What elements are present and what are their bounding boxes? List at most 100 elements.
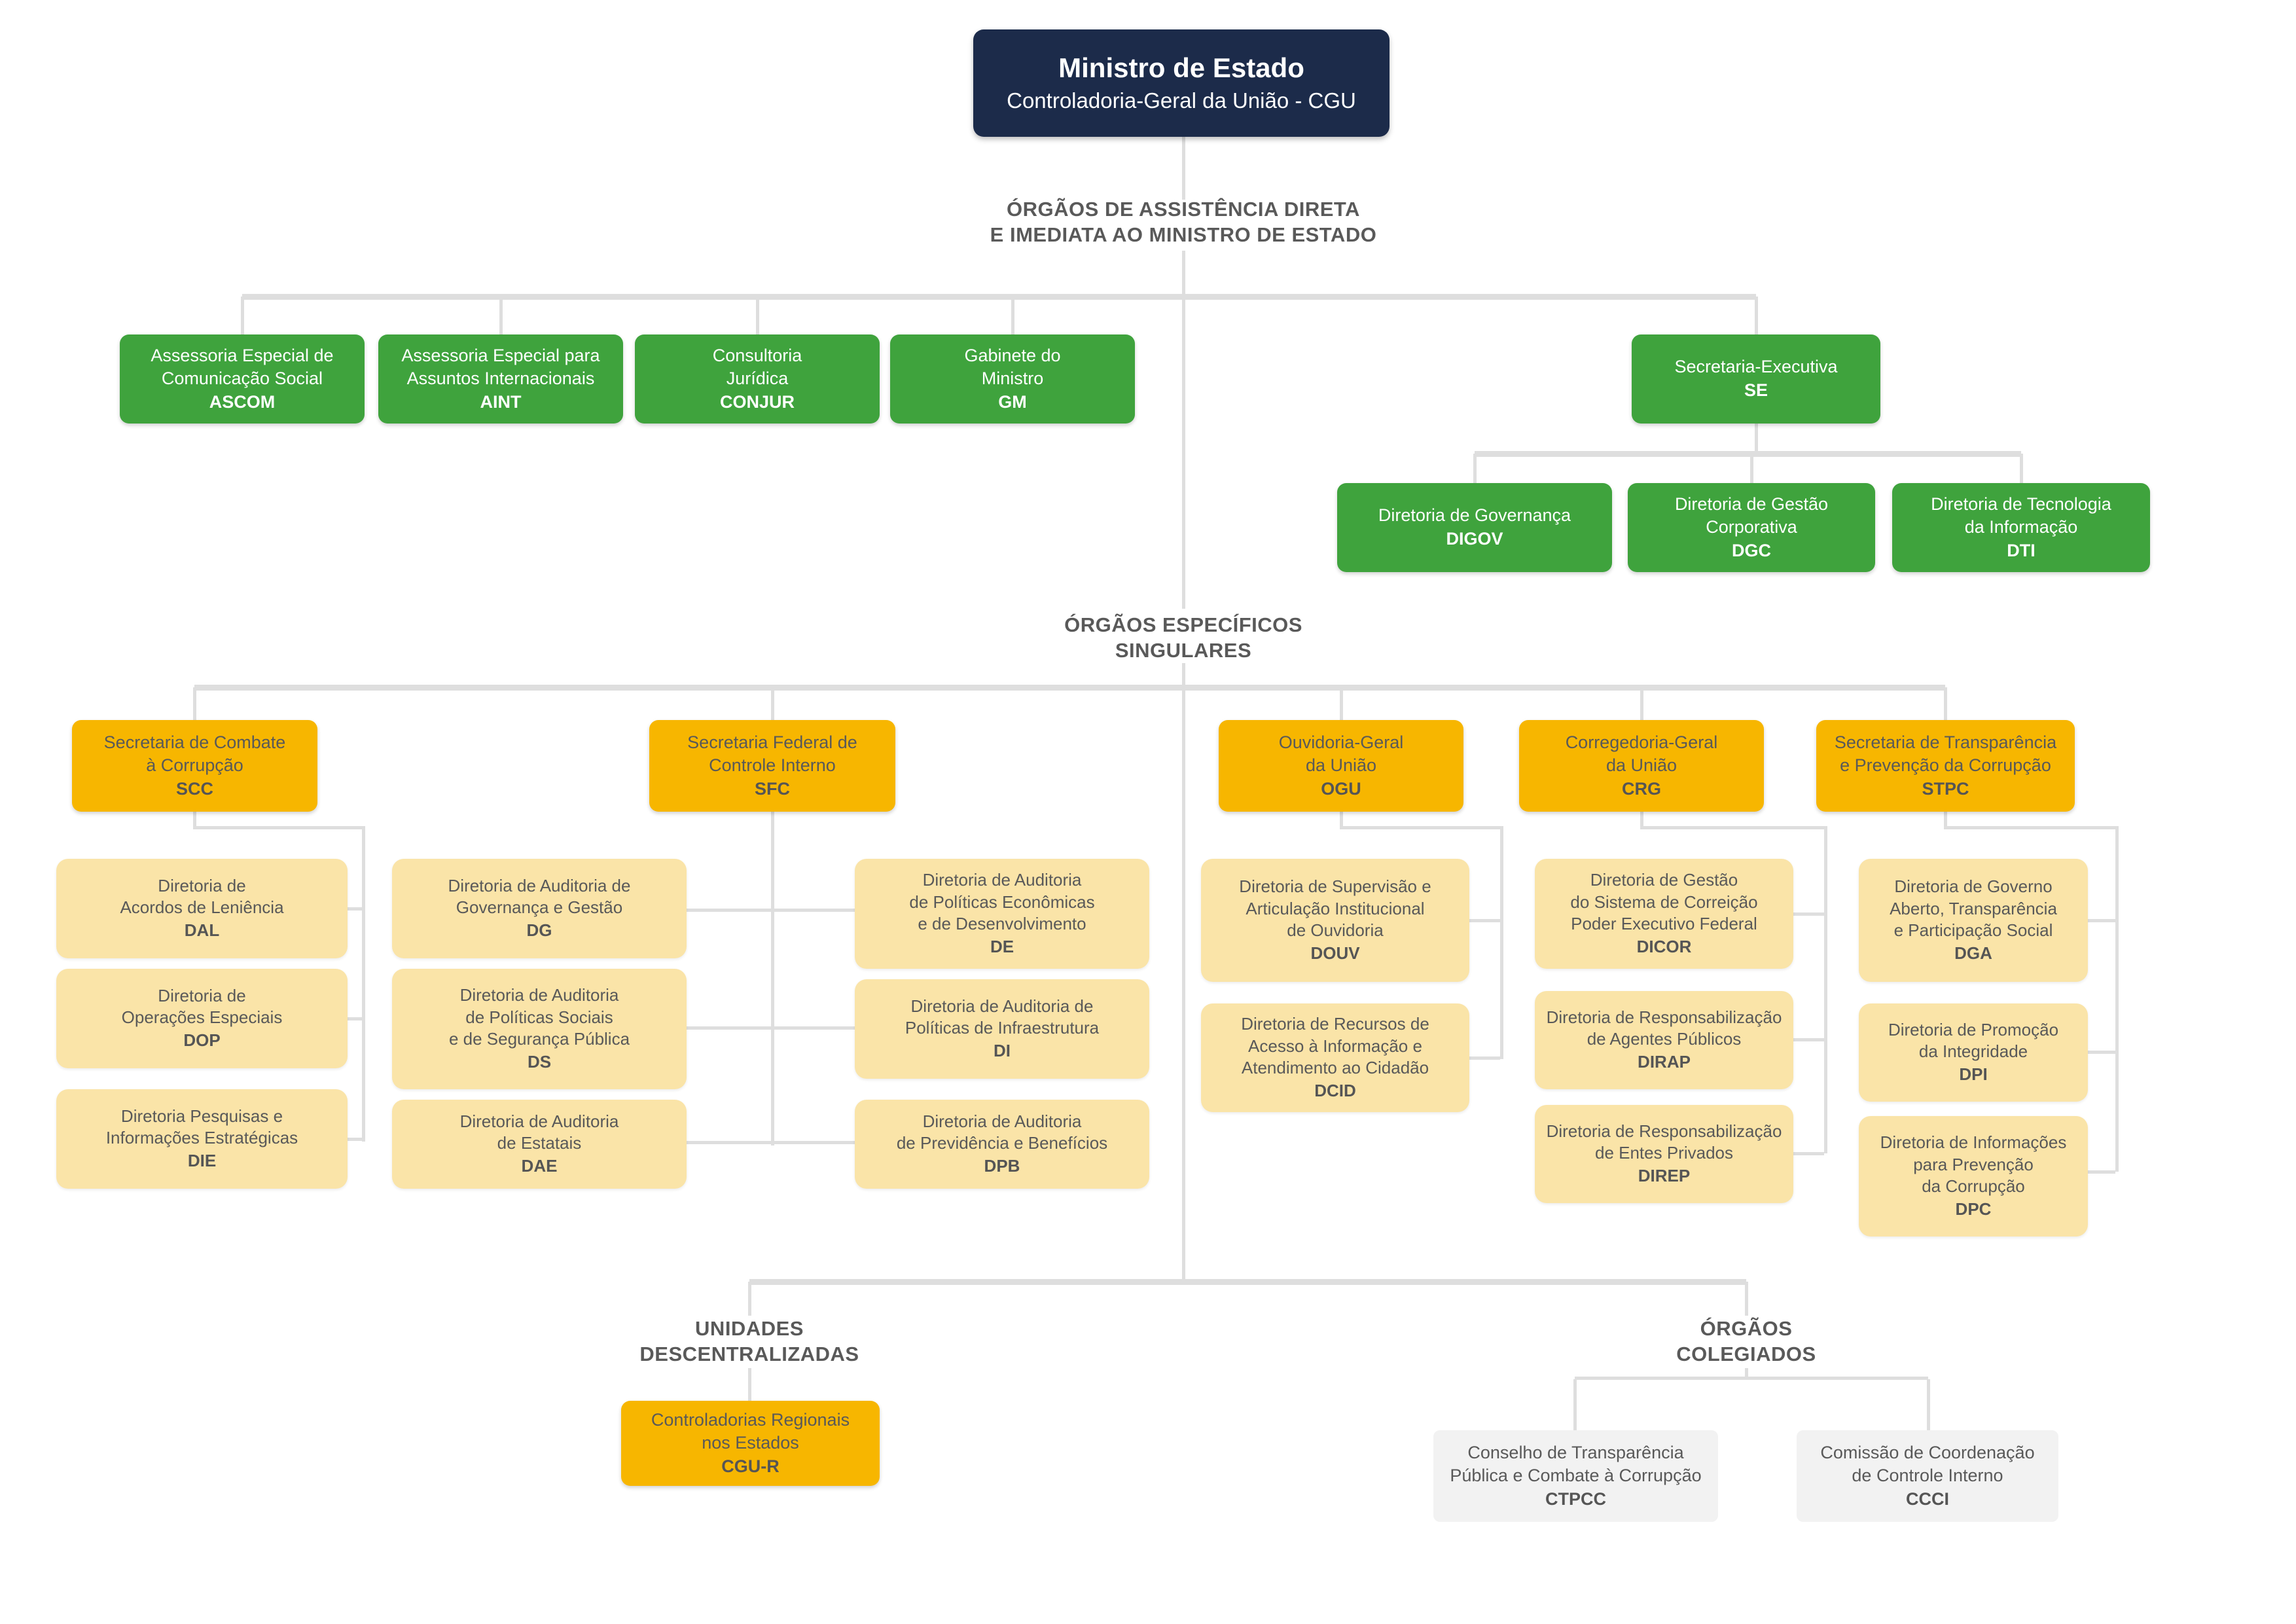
node-title: Ministro de Estado (1058, 52, 1304, 84)
connector-line (687, 909, 855, 912)
node-die: Diretoria Pesquisas e Informações Estrat… (56, 1089, 348, 1189)
connector-line (1473, 454, 1477, 483)
node-acronym: DE (990, 937, 1014, 957)
node-dg: Diretoria de Auditoria de Governança e G… (392, 859, 687, 958)
connector-line (1182, 687, 1185, 1282)
connector-line (1011, 297, 1014, 334)
connector-line (193, 687, 196, 720)
node-acronym: DIREP (1638, 1166, 1691, 1186)
node-name: Diretoria de Auditoria de Políticas Soci… (448, 984, 630, 1049)
connector-line (1640, 826, 1827, 829)
node-conjur: Consultoria Jurídica CONJUR (635, 334, 880, 424)
node-dicor: Diretoria de Gestão do Sistema de Correi… (1535, 859, 1793, 969)
node-dpc: Diretoria de Informações para Prevenção … (1859, 1116, 2088, 1236)
connector-line (1944, 687, 1947, 720)
node-name: Secretaria de Transparência e Prevenção … (1834, 732, 2057, 775)
node-acronym: DPB (984, 1156, 1020, 1176)
node-dpb: Diretoria de Auditoria de Previdência e … (855, 1100, 1149, 1189)
connector-line (2115, 826, 2119, 1172)
connector-line (1927, 1379, 1930, 1430)
node-name: Comissão de Coordenação de Controle Inte… (1820, 1442, 2035, 1485)
connector-line (687, 1141, 855, 1144)
connector-line (771, 687, 774, 720)
connector-line (1944, 826, 2119, 829)
node-digov: Diretoria de Governança DIGOV (1337, 483, 1612, 572)
connector-line (242, 294, 1756, 300)
node-name: Diretoria de Supervisão e Articulação In… (1239, 876, 1431, 941)
connector-line (194, 685, 1945, 691)
node-name: Assessoria Especial de Comunicação Socia… (151, 345, 334, 388)
node-acronym: AINT (480, 391, 522, 412)
node-ogu: Ouvidoria-Geral da União OGU (1219, 720, 1463, 812)
connector-line (756, 297, 759, 334)
node-subtitle: Controladoria-Geral da União - CGU (1007, 88, 1356, 113)
connector-line (1750, 454, 1753, 483)
connector-line (499, 297, 503, 334)
connector-line (1793, 912, 1824, 916)
node-acronym: DPC (1955, 1199, 1992, 1219)
node-name: Corregedoria-Geral da União (1565, 732, 1718, 775)
node-de: Diretoria de Auditoria de Políticas Econ… (855, 859, 1149, 969)
connector-line (1475, 451, 2021, 457)
connector-line (348, 907, 365, 911)
node-name: Diretoria de Promoção da Integridade (1888, 1019, 2059, 1062)
node-aint: Assessoria Especial para Assuntos Intern… (378, 334, 623, 424)
node-dga: Diretoria de Governo Aberto, Transparênc… (1859, 859, 2088, 982)
node-dae: Diretoria de Auditoria de Estatais DAE (392, 1100, 687, 1189)
connector-line (1182, 663, 1185, 687)
node-acronym: GM (998, 391, 1027, 412)
connector-line (1182, 137, 1185, 200)
connector-line (748, 1368, 751, 1401)
connector-line (1340, 687, 1343, 720)
connector-line (1793, 1038, 1824, 1041)
connector-line (771, 812, 774, 1146)
node-name: Diretoria de Gestão do Sistema de Correi… (1570, 869, 1758, 934)
node-name: Diretoria de Auditoria de Políticas Econ… (909, 869, 1095, 934)
node-name: Diretoria de Responsabilização de Agente… (1546, 1007, 1782, 1049)
node-dgc: Diretoria de Gestão Corporativa DGC (1628, 483, 1875, 572)
node-dop: Diretoria de Operações Especiais DOP (56, 969, 348, 1068)
connector-line (1340, 826, 1503, 829)
connector-line (2020, 454, 2023, 483)
node-acronym: DGA (1954, 943, 1992, 964)
node-ctpcc: Conselho de Transparência Pública e Comb… (1433, 1430, 1718, 1522)
connector-line (348, 1017, 365, 1020)
connector-line (2088, 1051, 2115, 1054)
connector-line (1469, 919, 1500, 922)
node-name: Conselho de Transparência Pública e Comb… (1450, 1442, 1702, 1485)
node-acronym: DICOR (1636, 937, 1692, 957)
node-name: Diretoria de Operações Especiais (121, 985, 283, 1028)
connector-line (362, 826, 365, 1142)
node-acronym: DG (526, 920, 552, 941)
connector-line (1745, 1282, 1748, 1316)
node-dal: Diretoria de Acordos de Leniência DAL (56, 859, 348, 958)
node-acronym: DI (994, 1041, 1011, 1061)
node-stpc: Secretaria de Transparência e Prevenção … (1816, 720, 2075, 812)
section-label-unidades-descentralizadas: UNIDADES DESCENTRALIZADAS (639, 1317, 859, 1366)
connector-line (1755, 424, 1758, 454)
connector-line (748, 1282, 751, 1316)
connector-line (1640, 812, 1643, 829)
connector-line (1182, 297, 1185, 609)
node-acronym: SE (1744, 380, 1768, 401)
node-ds: Diretoria de Auditoria de Políticas Soci… (392, 969, 687, 1089)
node-name: Ouvidoria-Geral da União (1278, 732, 1404, 775)
connector-line (241, 297, 244, 334)
node-se: Secretaria-Executiva SE (1632, 334, 1880, 424)
node-acronym: DOUV (1310, 943, 1360, 964)
connector-line (1755, 297, 1758, 334)
connector-line (687, 1026, 855, 1030)
connector-line (1944, 812, 1947, 829)
node-name: Diretoria de Auditoria de Governança e G… (448, 875, 631, 918)
node-acronym: DAL (184, 920, 220, 941)
node-acronym: DPI (1959, 1064, 1988, 1085)
node-acronym: CGU-R (721, 1456, 780, 1476)
node-name: Secretaria de Combate à Corrupção (103, 732, 286, 775)
node-acronym: CONJUR (719, 391, 795, 412)
node-acronym: OGU (1321, 778, 1361, 799)
node-sfc: Secretaria Federal de Controle Interno S… (649, 720, 895, 812)
node-dcid: Diretoria de Recursos de Acesso à Inform… (1201, 1003, 1469, 1112)
node-name: Diretoria de Recursos de Acesso à Inform… (1241, 1013, 1429, 1078)
connector-line (1500, 826, 1503, 1059)
